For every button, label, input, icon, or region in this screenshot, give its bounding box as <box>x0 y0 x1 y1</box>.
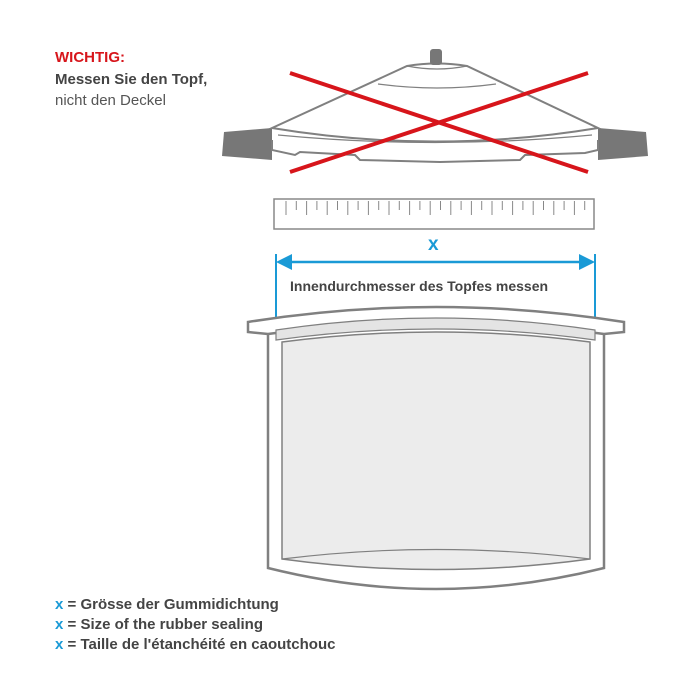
legend-text: = Grösse der Gummidichtung <box>67 596 279 613</box>
legend-symbol: x <box>55 636 64 653</box>
measurement-label: Innendurchmesser des Topfes messen <box>290 278 549 294</box>
legend-text: = Size of the rubber sealing <box>67 616 263 633</box>
lid-underside <box>271 140 599 164</box>
lid-handle-left <box>222 128 272 160</box>
warning-title: WICHTIG: <box>55 49 125 66</box>
legend-text: = Taille de l'étanchéité en caoutchouc <box>67 636 336 653</box>
legend-symbol: x <box>55 616 64 633</box>
cross-out-mark <box>289 71 589 174</box>
measurement-symbol: x <box>428 234 439 255</box>
pot <box>246 305 626 591</box>
lid <box>222 49 648 164</box>
legend-item: x = Taille de l'étanchéité en caoutchouc <box>55 636 335 653</box>
legend-symbol: x <box>55 596 64 613</box>
warning-line-1: Messen Sie den Topf, <box>55 71 208 88</box>
legend-item: x = Size of the rubber sealing <box>55 616 263 633</box>
ruler <box>273 198 595 230</box>
warning-line-2: nicht den Deckel <box>55 92 166 109</box>
lid-handle-right <box>598 128 648 160</box>
pot-interior <box>281 331 591 571</box>
lid-dome <box>268 62 602 143</box>
legend-item: x = Grösse der Gummidichtung <box>55 596 279 613</box>
lid-knob <box>430 49 442 65</box>
